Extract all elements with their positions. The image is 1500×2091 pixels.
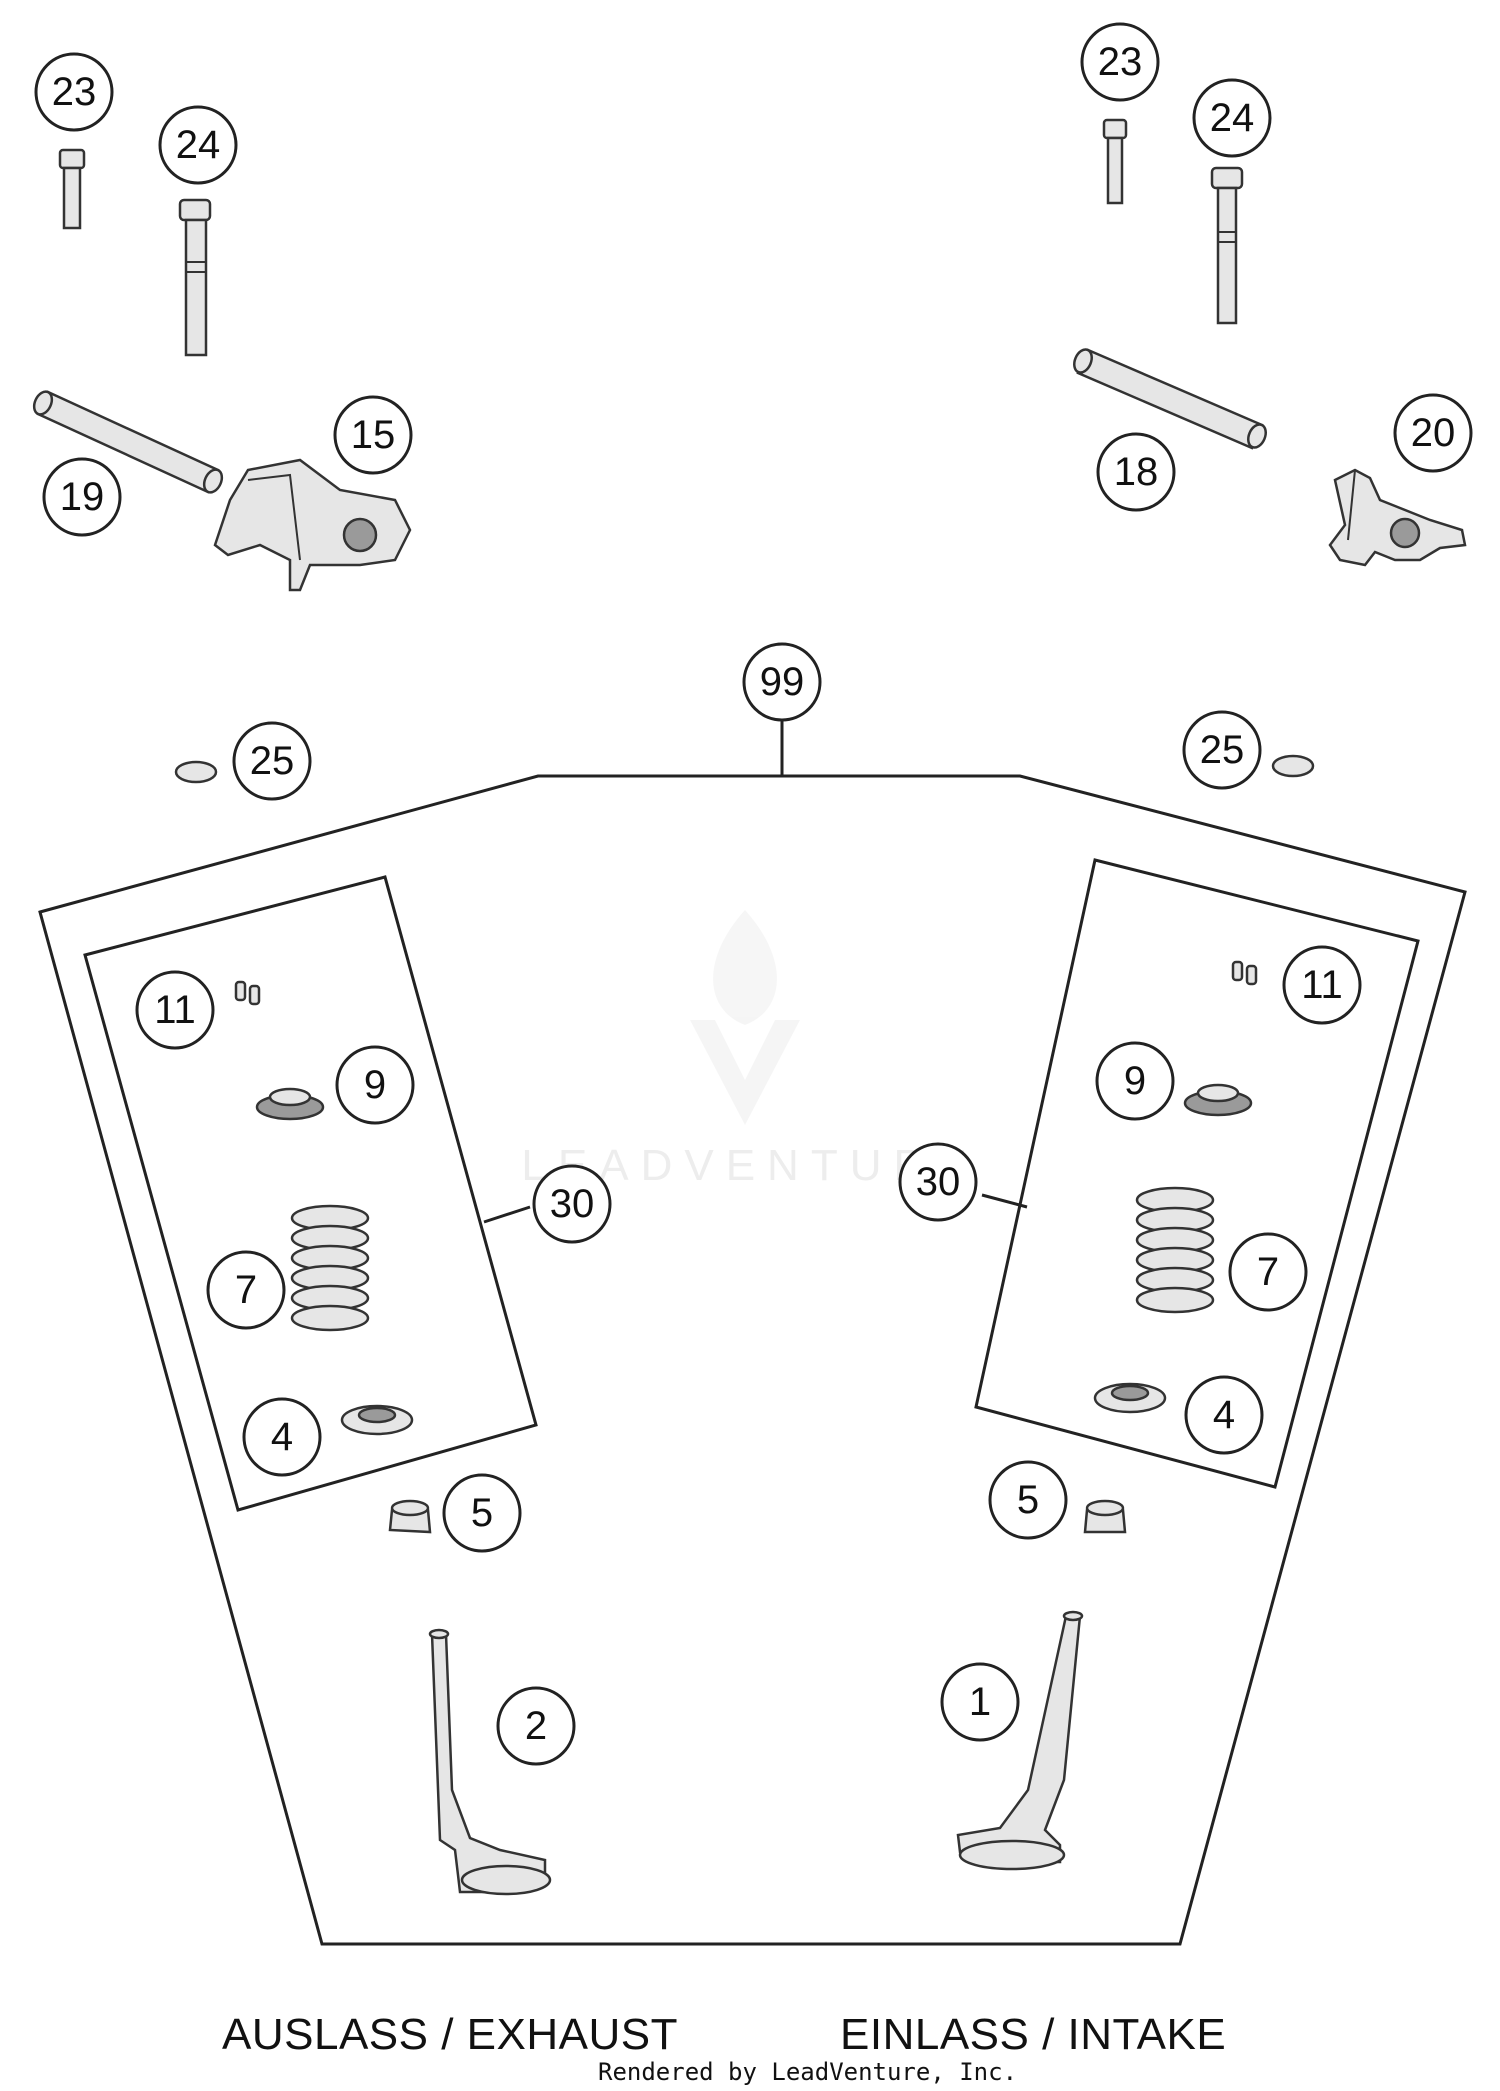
svg-text:99: 99 [760, 660, 805, 704]
svg-text:25: 25 [250, 739, 295, 783]
callout-25-exhaust: 25 [232, 721, 312, 801]
svg-text:4: 4 [1213, 1393, 1235, 1437]
svg-text:11: 11 [1301, 963, 1343, 1007]
spring-seat-4-exhaust [340, 1404, 414, 1436]
rocker-shaft-18 [1073, 348, 1267, 450]
svg-text:15: 15 [351, 413, 396, 457]
bolt-23-exhaust [58, 148, 86, 230]
svg-text:5: 5 [471, 1491, 493, 1535]
shim-25-exhaust [174, 760, 218, 784]
callout-9-intake: 9 [1095, 1041, 1175, 1121]
spring-retainer-9-exhaust [255, 1087, 325, 1121]
kit-30-exhaust-box [83, 875, 538, 1512]
callout-18: 18 [1096, 432, 1176, 512]
callout-1: 1 [940, 1662, 1020, 1742]
kit-30-intake-leader [981, 1193, 1028, 1209]
callout-7-exhaust: 7 [206, 1250, 286, 1330]
shim-25-intake [1271, 754, 1315, 778]
svg-text:9: 9 [1124, 1059, 1146, 1103]
callout-30-exhaust: 30 [532, 1164, 612, 1244]
bolt-23-intake [1102, 118, 1128, 205]
svg-text:5: 5 [1017, 1478, 1039, 1522]
intake-caption: EINLASS / INTAKE [840, 2010, 1227, 2059]
valve-spring-7-intake [1135, 1186, 1215, 1314]
intake-valve-1 [956, 1610, 1084, 1871]
exhaust-caption: AUSLASS / EXHAUST [222, 2010, 678, 2059]
svg-text:2: 2 [525, 1704, 547, 1748]
callout-11-intake: 11 [1282, 945, 1362, 1025]
svg-text:1: 1 [969, 1680, 991, 1724]
callout-25-intake: 25 [1182, 710, 1262, 790]
callout-15: 15 [333, 395, 413, 475]
callout-4-exhaust: 4 [242, 1397, 322, 1477]
svg-text:24: 24 [1210, 96, 1255, 140]
callout-7-intake: 7 [1228, 1232, 1308, 1312]
svg-text:7: 7 [1257, 1250, 1279, 1294]
spring-seat-4-intake [1093, 1382, 1167, 1414]
rocker-arm-20 [1328, 468, 1467, 567]
spring-retainer-9-intake [1183, 1083, 1253, 1117]
callout-30-intake: 30 [898, 1142, 978, 1222]
callout-5-intake: 5 [988, 1460, 1068, 1540]
rocker-shaft-19 [32, 390, 224, 494]
svg-text:18: 18 [1114, 450, 1159, 494]
leadventure-watermark-logo [690, 910, 800, 1125]
valve-keys-11-exhaust [234, 980, 261, 1006]
valve-stem-seal-5-exhaust [388, 1499, 432, 1534]
bolt-24-intake [1210, 166, 1244, 325]
rocker-arm-15 [213, 458, 412, 592]
svg-text:23: 23 [1098, 40, 1143, 84]
callout-5-exhaust: 5 [442, 1473, 522, 1553]
valve-stem-seal-5-intake [1083, 1499, 1127, 1534]
kit-30-exhaust-leader [483, 1205, 531, 1224]
callout-2: 2 [496, 1686, 576, 1766]
svg-text:19: 19 [60, 475, 105, 519]
callout-20: 20 [1393, 393, 1473, 473]
svg-text:20: 20 [1411, 411, 1456, 455]
callout-9-exhaust: 9 [335, 1045, 415, 1125]
render-credit: Rendered by LeadVenture, Inc. [598, 2058, 1018, 2086]
exhaust-valve-2 [428, 1628, 552, 1896]
svg-text:23: 23 [52, 70, 97, 114]
svg-text:11: 11 [154, 988, 196, 1032]
callout-24-exhaust: 24 [158, 105, 238, 185]
callout-24-intake: 24 [1192, 78, 1272, 158]
svg-text:4: 4 [271, 1415, 293, 1459]
svg-text:7: 7 [235, 1268, 257, 1312]
valve-keys-11-intake [1231, 960, 1258, 986]
svg-text:30: 30 [916, 1160, 961, 1204]
valve-spring-7-exhaust [290, 1204, 370, 1332]
callout-23-intake: 23 [1080, 22, 1160, 102]
svg-text:25: 25 [1200, 728, 1245, 772]
callout-23-exhaust: 23 [34, 52, 114, 132]
svg-text:24: 24 [176, 123, 221, 167]
kit-99-outline [38, 774, 1467, 1946]
kit-30-intake-box [974, 858, 1420, 1489]
svg-text:9: 9 [364, 1063, 386, 1107]
callout-4-intake: 4 [1184, 1375, 1264, 1455]
callout-11-exhaust: 11 [135, 970, 215, 1050]
bolt-24-exhaust [178, 198, 212, 357]
callout-99: 99 [742, 642, 822, 722]
callout-19: 19 [42, 457, 122, 537]
svg-text:30: 30 [550, 1182, 595, 1226]
